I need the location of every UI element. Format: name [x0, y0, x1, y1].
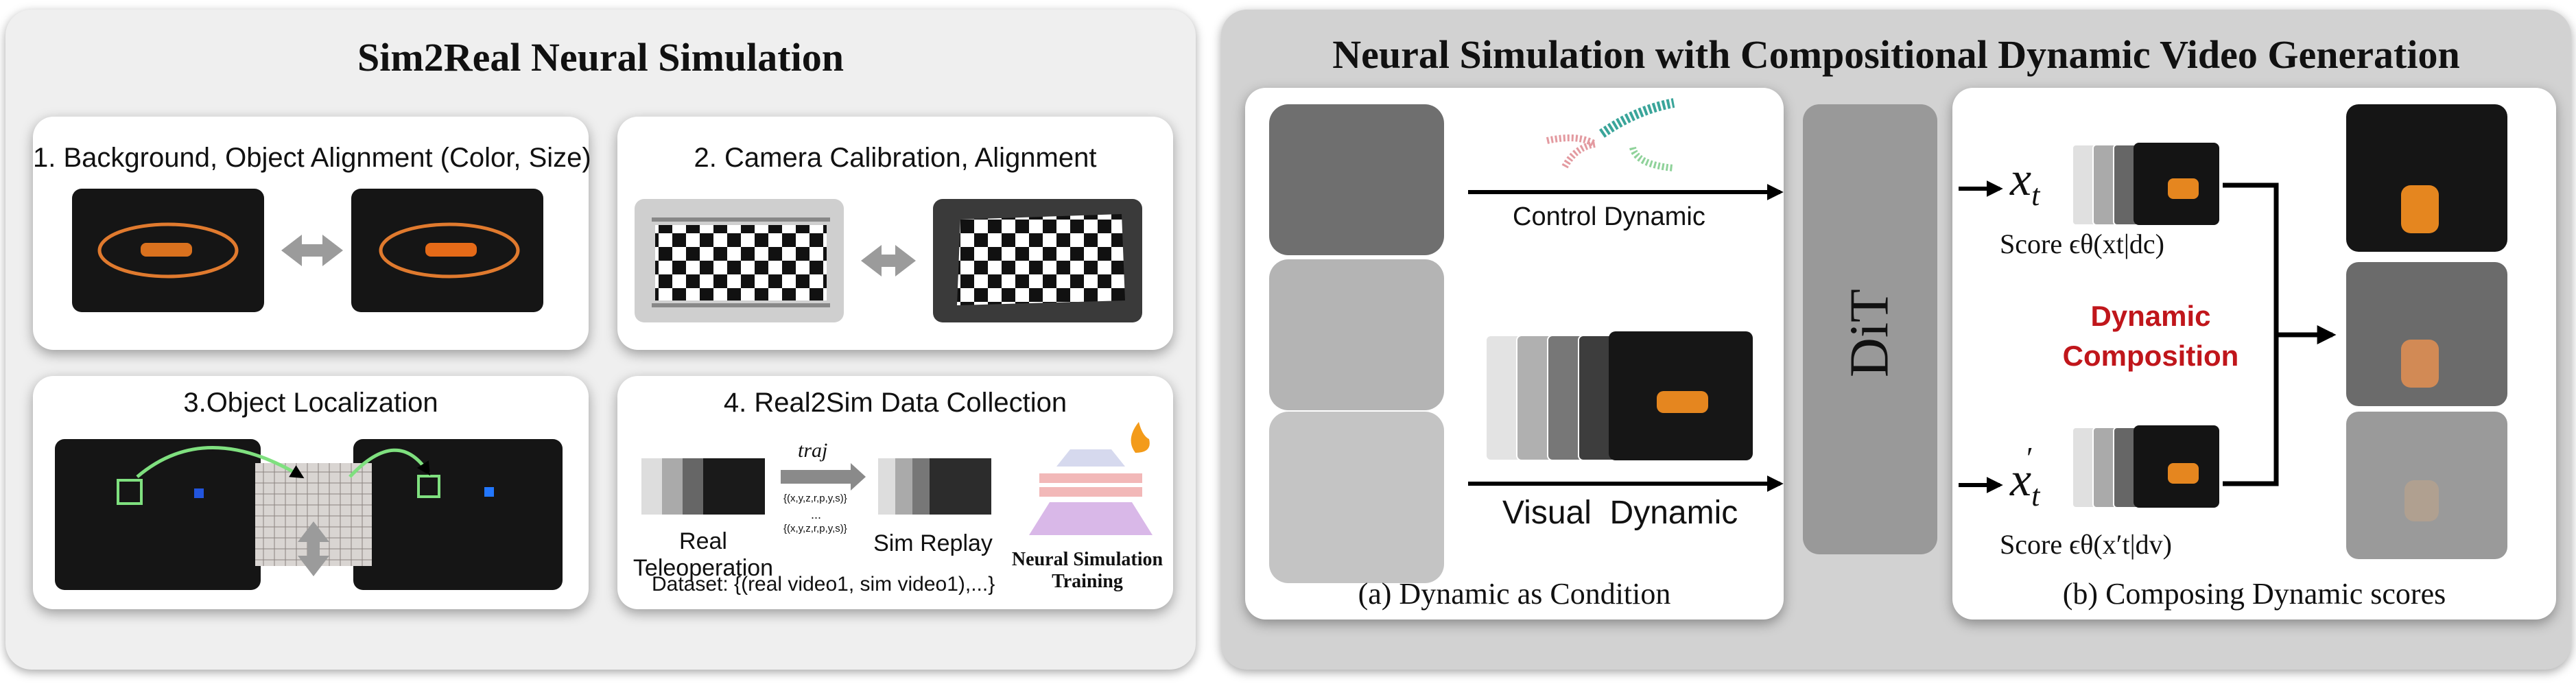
card-2-title: 2. Camera Calibration, Alignment [694, 143, 1097, 173]
double-arrow-1 [281, 235, 343, 266]
visual-frame-bottle [1657, 391, 1708, 413]
traj-sequence-top: {(x,y,z,r,p,y,s)} [783, 493, 847, 504]
card-1-title: 1. Background, Object Alignment (Color, … [33, 143, 591, 173]
real-target-box [117, 479, 143, 505]
prime-mark: ′ [2024, 441, 2031, 475]
caption-b: (b) Composing Dynamic scores [2062, 577, 2446, 611]
composition-line-2: Composition [2062, 340, 2239, 372]
sim-bottle [425, 243, 477, 257]
training-top-trapezoid [1056, 449, 1125, 467]
traj-sequence-bottom: {(x,y,z,r,p,y,s)} [783, 523, 847, 534]
xt-label: xt [2010, 152, 2040, 213]
localization-arrow-1 [136, 446, 305, 479]
visual-dynamic-label: Visual Dynamic [1502, 495, 1738, 531]
sim-target-box [417, 475, 440, 498]
caption-a: (a) Dynamic as Condition [1358, 577, 1671, 611]
training-label-2: Training [1052, 571, 1123, 592]
bottom-frame-bottle [2168, 463, 2199, 484]
right-panel-title: Neural Simulation with Compositional Dyn… [1332, 32, 2460, 77]
sim-bottle-outline [379, 222, 520, 279]
localization-arrow-2 [348, 448, 431, 478]
training-bottom-trapezoid [1029, 502, 1153, 535]
noise-image-3 [1269, 412, 1444, 583]
real-bottle [141, 243, 192, 257]
training-label-1: Neural Simulation [1011, 549, 1163, 570]
real-blue-cube [194, 488, 204, 498]
xt-symbol: x [2010, 153, 2032, 206]
training-label: Neural Simulation Training [1008, 549, 1166, 593]
score-visual: Score ϵθ(x′t|dv) [2000, 529, 2172, 560]
control-trajectory-teal [1598, 98, 1675, 138]
control-trajectory-green [1629, 146, 1675, 172]
sim-localization-image [353, 439, 563, 590]
real-frame-d [703, 458, 765, 515]
traj-arrow [781, 463, 866, 491]
real-label: Real [679, 528, 727, 554]
teleoperation-label: Teleoperation [633, 555, 774, 581]
traj-ellipsis: ... [811, 508, 822, 521]
noise-image-2 [1269, 259, 1444, 410]
xt-prime-label: xt′ [2010, 441, 2046, 513]
sim-replay-label: Sim Replay [873, 530, 993, 556]
xt-subscript: t [2031, 178, 2040, 212]
composition-bottom-connector [2223, 335, 2279, 486]
card-4-title: 4. Real2Sim Data Collection [723, 388, 1067, 418]
real-teleop-label: Real Teleoperation [631, 528, 775, 582]
sim-checkerboard [957, 214, 1125, 305]
xt-prime-symbol: x [2010, 453, 2032, 506]
output-bottle-2 [2401, 340, 2439, 388]
composition-top-connector [2223, 182, 2279, 335]
dataset-label: Dataset: {(real video1, sim video1),...} [652, 573, 995, 595]
double-arrow-2 [861, 245, 916, 276]
score-control: Score ϵθ(xt|dc) [2000, 228, 2164, 259]
sim-frame-d [930, 458, 991, 515]
sim-blue-cube [484, 487, 494, 497]
card-3-title: 3.Object Localization [183, 388, 438, 418]
flame-icon [1131, 422, 1150, 453]
double-arrow-3 [298, 521, 329, 576]
real-bottle-outline [97, 222, 239, 279]
noise-image-1 [1269, 104, 1444, 255]
dit-block [1803, 104, 1937, 554]
training-bar-1 [1039, 473, 1142, 483]
real-checkerboard [655, 225, 827, 300]
left-panel-title: Sim2Real Neural Simulation [357, 35, 844, 80]
control-trajectory-red [1546, 134, 1605, 170]
dynamic-composition-label: Dynamic Composition [2058, 296, 2243, 376]
top-frame-bottle [2168, 178, 2199, 199]
xt-prime-subscript: t [2031, 479, 2040, 512]
traj-label: traj [798, 439, 828, 462]
output-bottle-3 [2404, 480, 2439, 521]
output-bottle-1 [2401, 185, 2439, 233]
control-dynamic-label: Control Dynamic [1513, 202, 1705, 231]
training-bar-2 [1039, 487, 1142, 497]
composition-line-1: Dynamic [2090, 300, 2211, 332]
